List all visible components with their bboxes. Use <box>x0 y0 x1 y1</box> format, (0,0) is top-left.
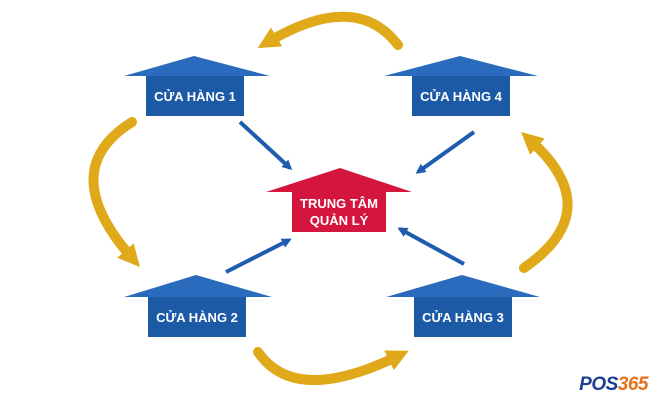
store-4-label: CỬA HÀNG 4 <box>420 89 503 104</box>
store-1-node: CỬA HÀNG 1 <box>124 56 270 116</box>
logo-number: 365 <box>617 374 649 395</box>
store-4-node: CỬA HÀNG 4 <box>384 56 538 116</box>
curved-arrow-left <box>88 117 140 268</box>
arrow-store3-center <box>397 227 465 266</box>
curved-arrow-bottom <box>253 347 409 385</box>
store-2-label: CỬA HÀNG 2 <box>156 310 238 325</box>
curved-arrow-right <box>519 131 573 273</box>
store-3-node: CỬA HÀNG 3 <box>386 275 540 337</box>
center-label-line1: TRUNG TÂM <box>300 196 378 211</box>
arrow-store1-center <box>238 120 293 171</box>
center-label-line2: QUẢN LÝ <box>310 213 369 228</box>
store-1-label: CỬA HÀNG 1 <box>154 89 236 104</box>
store-2-node: CỬA HÀNG 2 <box>124 275 272 337</box>
center-node: TRUNG TÂM QUẢN LÝ <box>266 168 412 232</box>
brand-logo: POS365 <box>579 374 648 396</box>
logo-mark: POS <box>579 374 618 395</box>
arrow-store2-center <box>225 238 292 274</box>
arrow-store4-center <box>415 130 476 174</box>
store-3-label: CỬA HÀNG 3 <box>422 310 504 325</box>
curved-arrow-top <box>257 11 403 50</box>
